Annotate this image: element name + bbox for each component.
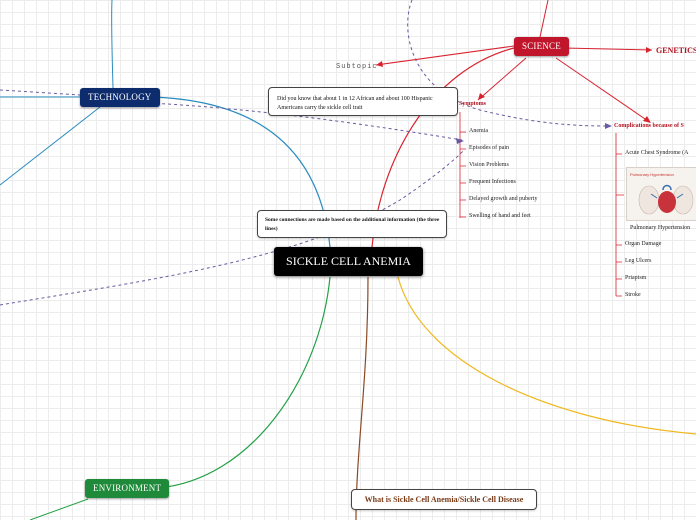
- complication-item[interactable]: Priapism: [625, 275, 647, 281]
- connector-science-genetics: [563, 47, 653, 51]
- connector-science-subtopic: [375, 45, 515, 66]
- connector-science-complications: [555, 57, 649, 122]
- relation-technology-symptoms: [149, 102, 463, 141]
- symptom-item[interactable]: Vision Problems: [469, 162, 509, 168]
- connector-science-symptoms: [477, 57, 527, 101]
- connector-yellow: [397, 276, 696, 435]
- topic-environment[interactable]: ENVIRONMENT: [85, 479, 170, 498]
- topic-what-is[interactable]: What is Sickle Cell Anemia/Sickle Cell D…: [351, 489, 537, 510]
- symptom-item[interactable]: Delayed growth and puberty: [469, 196, 538, 202]
- connector-environment-down: [29, 498, 89, 520]
- complication-item[interactable]: Pulmonary Hypertension: [630, 225, 691, 231]
- note-box[interactable]: Some connections are made based on the a…: [257, 210, 447, 238]
- symptoms-title[interactable]: Symptoms: [459, 101, 487, 107]
- connector-what-is: [355, 276, 369, 520]
- complication-item[interactable]: Leg Ulcers: [625, 258, 652, 264]
- topic-technology[interactable]: TECHNOLOGY: [80, 88, 160, 107]
- pulmonary-hypertension-image: Pulmonary Hypertension: [626, 167, 696, 221]
- relation-left-technology: [0, 89, 81, 96]
- symptom-item[interactable]: Swelling of hand and feet: [469, 213, 531, 219]
- heart-lungs-illustration: [638, 184, 694, 215]
- relation-top-complications: [407, 0, 611, 127]
- connector-science-up: [539, 0, 549, 38]
- thumbnail-caption: Pulmonary Hypertension: [630, 172, 674, 177]
- subtopic-label[interactable]: Subtopic: [336, 63, 378, 71]
- info-box[interactable]: Did you know that about 1 in 12 African …: [268, 87, 458, 116]
- connector-technology-up: [111, 0, 114, 89]
- symptom-item[interactable]: Episodes of pain: [469, 145, 509, 151]
- connector-technology-down: [0, 106, 101, 186]
- symptom-item[interactable]: Anemia: [469, 128, 488, 134]
- connector-environment-central: [157, 276, 331, 489]
- topic-science[interactable]: SCIENCE: [514, 37, 569, 56]
- complication-item[interactable]: Organ Damage: [625, 241, 662, 247]
- complication-item[interactable]: Stroke: [625, 292, 641, 298]
- topic-genetics[interactable]: GENETICS: [656, 46, 696, 55]
- complications-title[interactable]: Complications because of S: [614, 123, 684, 129]
- complication-item[interactable]: Acute Chest Syndrome (A: [625, 150, 689, 156]
- symptom-item[interactable]: Frequent Infections: [469, 179, 516, 185]
- central-topic[interactable]: SICKLE CELL ANEMIA: [274, 247, 423, 276]
